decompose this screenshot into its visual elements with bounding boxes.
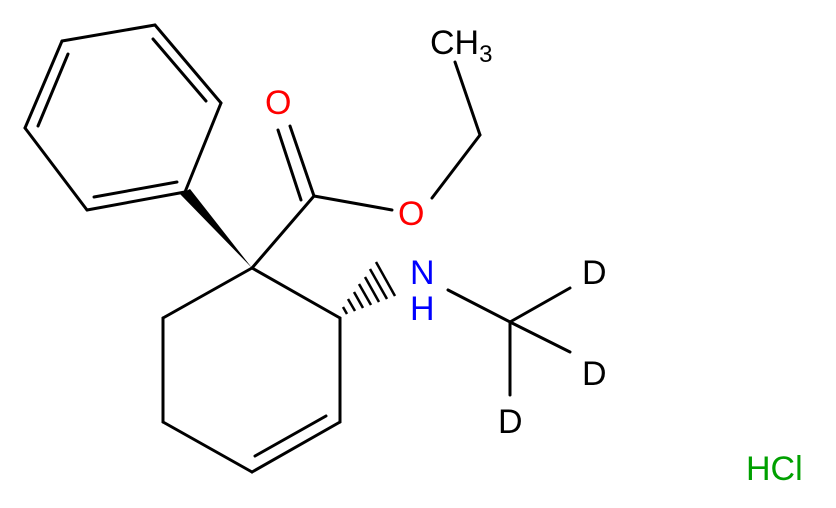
oxygen-ester-label: O — [398, 195, 424, 233]
deuterium-label-3: D — [498, 403, 523, 441]
ch3-label: CH3 — [430, 24, 492, 68]
bond — [161, 420, 254, 474]
bond — [250, 420, 342, 474]
carbonyl-bond — [276, 128, 303, 202]
oxygen-carbonyl-label: O — [265, 84, 291, 122]
methyl-d3 — [446, 286, 572, 397]
bond — [183, 101, 223, 194]
bond — [23, 39, 64, 130]
hydrogen-label: H — [410, 290, 435, 328]
wedge-bond — [180, 189, 252, 268]
phenyl-ring — [23, 23, 223, 212]
bond — [453, 60, 482, 137]
bond — [430, 133, 482, 200]
double-bond-inner — [253, 414, 328, 458]
bond — [153, 23, 223, 105]
deuterium-label-2: D — [582, 355, 607, 393]
bond — [508, 286, 572, 324]
ester-group — [250, 60, 482, 270]
cyclohexene-ring — [161, 266, 342, 474]
hcl-label: HCl — [746, 450, 803, 488]
bond — [250, 266, 342, 320]
bond — [446, 288, 512, 324]
double-bond-inner — [36, 52, 70, 128]
bond — [250, 194, 316, 270]
nitrogen-label: N — [410, 254, 435, 292]
double-bond-inner — [92, 180, 179, 199]
bond — [508, 320, 572, 354]
double-bond-inner — [151, 37, 208, 103]
deuterium-label-1: D — [582, 254, 607, 292]
carbonyl-bond — [288, 124, 316, 198]
bond — [161, 266, 254, 320]
hashed-bond — [341, 261, 397, 315]
bond — [60, 23, 157, 43]
bond — [23, 126, 89, 212]
bond — [312, 194, 394, 212]
bond — [85, 190, 187, 212]
